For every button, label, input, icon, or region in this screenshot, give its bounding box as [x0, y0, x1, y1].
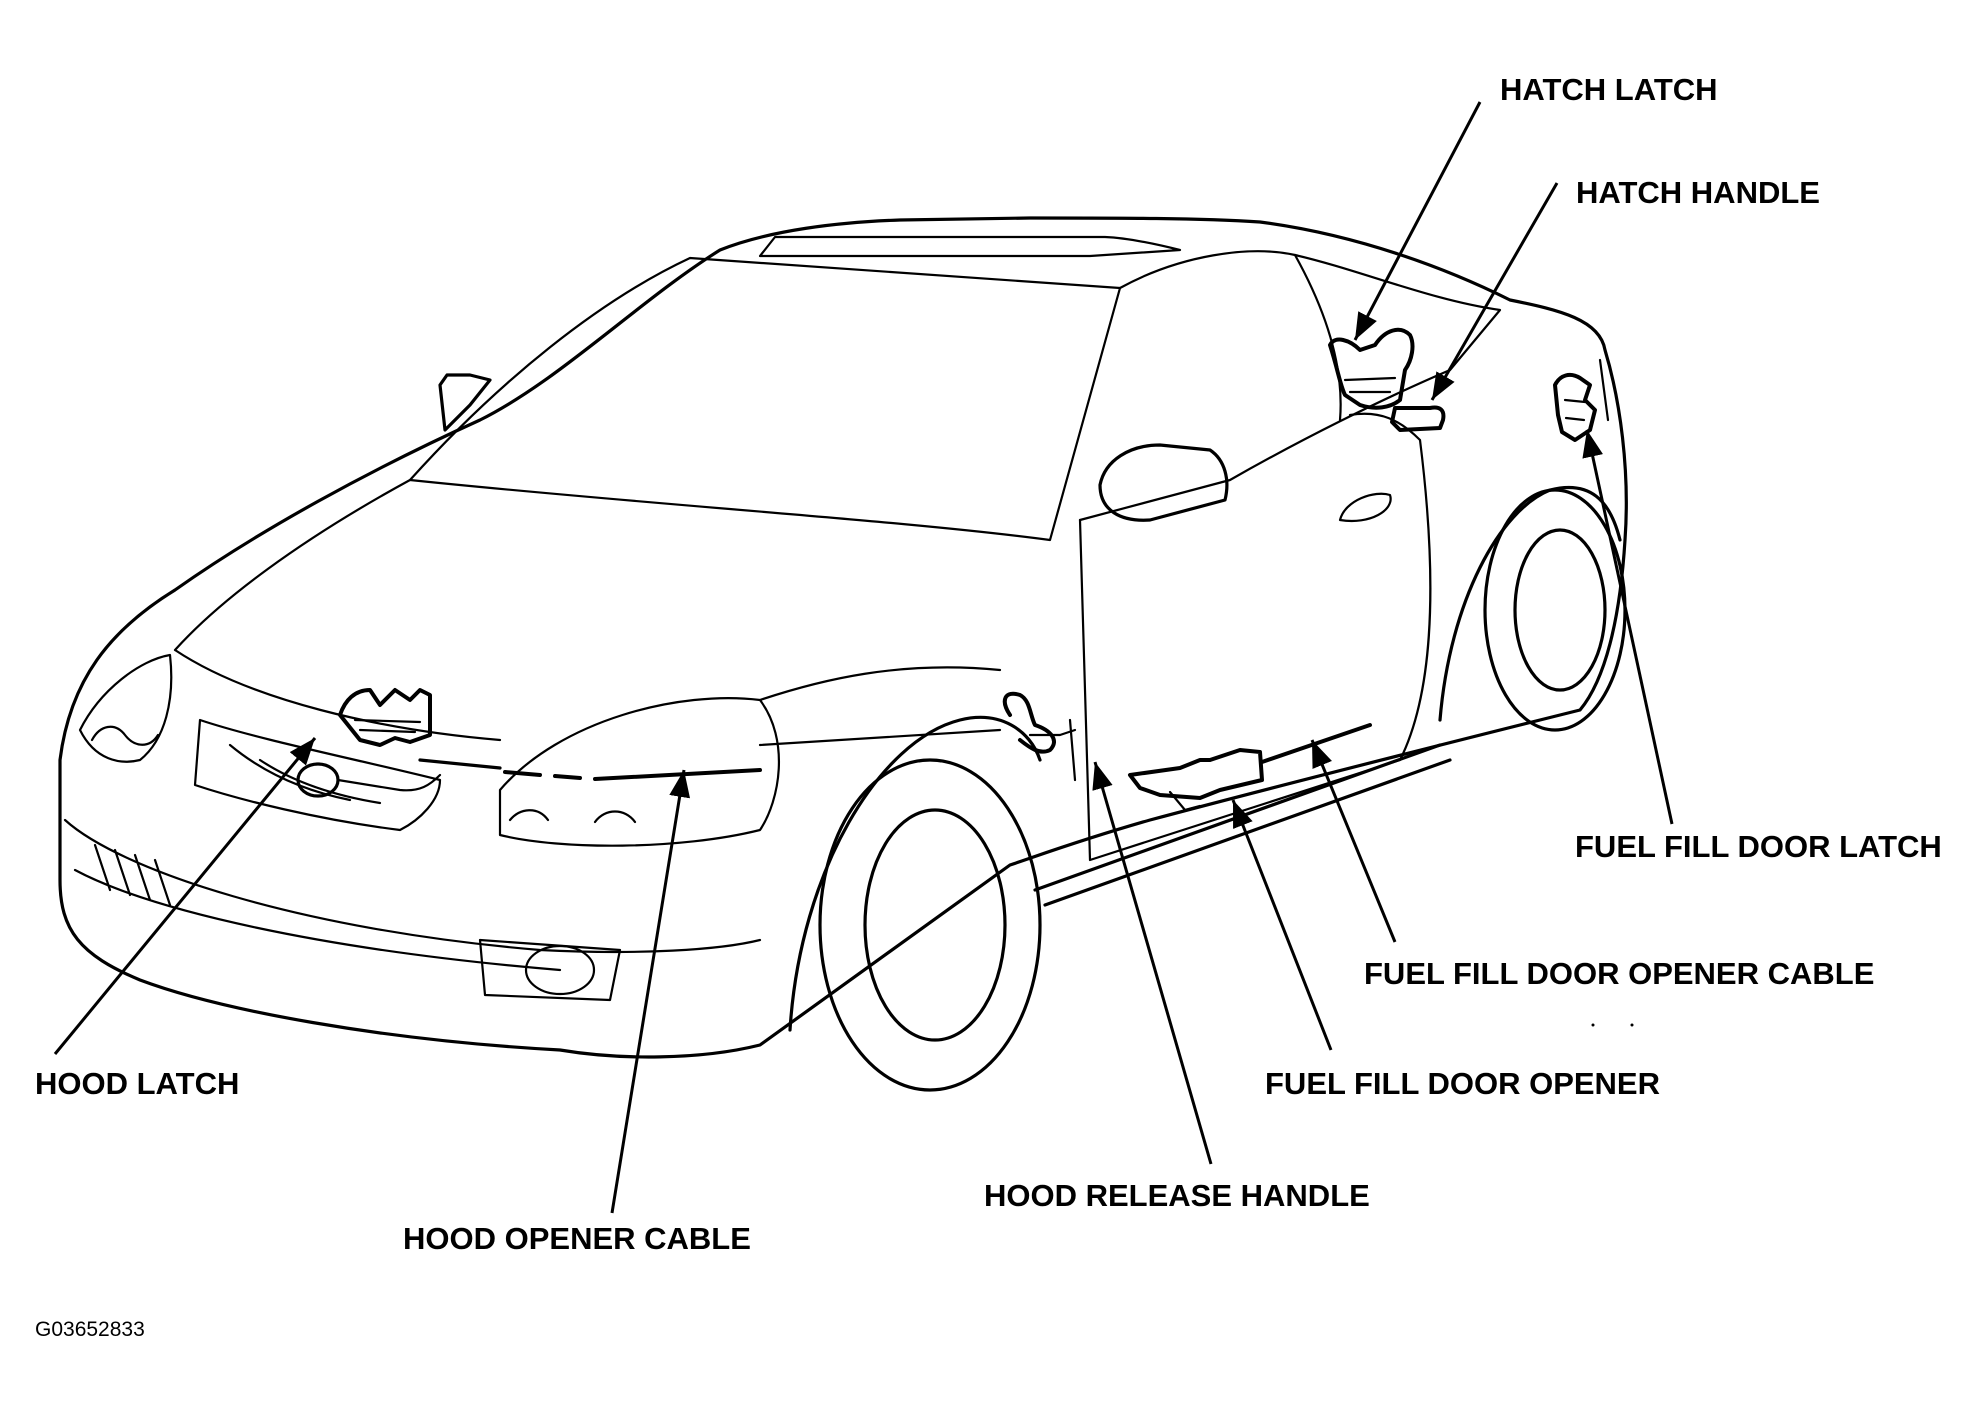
label-hood-opener-cable: HOOD OPENER CABLE [403, 1221, 751, 1256]
front-fender-line [758, 666, 1002, 747]
leader-hood-release-handle [1092, 761, 1213, 1165]
fuel-fill-door-opener-assembly [1128, 748, 1264, 812]
hood-opener-cable-line [503, 768, 762, 781]
label-hatch-handle: HATCH HANDLE [1576, 175, 1820, 210]
windshield [408, 256, 1122, 542]
label-fuel-fill-door-latch: FUEL FILL DOOR LATCH [1575, 829, 1942, 864]
car-body-outline [58, 216, 1628, 1059]
leader-hood-latch [53, 737, 317, 1055]
lower-intake [93, 843, 172, 907]
fuel-fill-door-latch-assembly [1553, 358, 1610, 442]
leader-fuel-fill-door-opener-cable [1310, 739, 1397, 943]
headlight-right [498, 697, 781, 847]
front-tire [818, 758, 1042, 1092]
rear-rim [1513, 528, 1607, 692]
door-handle [1338, 492, 1392, 523]
rear-pillar [1293, 253, 1342, 422]
leader-fuel-fill-door-opener [1231, 799, 1333, 1051]
leader-lines [53, 101, 1674, 1214]
label-hood-release-handle: HOOD RELEASE HANDLE [984, 1178, 1370, 1213]
leader-hatch-handle [1430, 182, 1559, 401]
fuel-fill-door-opener-cable-line [1260, 723, 1372, 764]
front-wheel-arch [788, 715, 1042, 1032]
fog-light-housing [478, 938, 622, 1002]
leader-fuel-fill-door-latch [1582, 429, 1674, 825]
hatch-handle-assembly [1390, 405, 1446, 432]
headlight-right-detail [508, 809, 637, 824]
side-window [1078, 250, 1502, 522]
rearview-mirror [438, 373, 492, 432]
label-hood-latch: HOOD LATCH [35, 1066, 239, 1101]
hood-latch-assembly [296, 688, 502, 798]
leader-hood-opener-cable [610, 769, 691, 1214]
front-rim [863, 808, 1007, 1042]
headlight-left-detail [90, 725, 160, 746]
hatch-latch-assembly [1328, 327, 1415, 410]
label-hatch-latch: HATCH LATCH [1500, 72, 1718, 107]
sunroof [758, 235, 1182, 258]
front-grille [193, 718, 442, 832]
figure-id: G03652833 [35, 1318, 145, 1341]
grille-detail [228, 743, 382, 805]
label-fuel-fill-door-opener-cable: FUEL FILL DOOR OPENER CABLE [1364, 956, 1874, 991]
label-fuel-fill-door-opener: FUEL FILL DOOR OPENER [1265, 1066, 1660, 1101]
headlight-left [78, 653, 173, 763]
hood-release-handle-assembly [1002, 691, 1077, 782]
front-bumper [63, 818, 762, 972]
side-mirror [1098, 443, 1229, 522]
leader-hatch-latch [1353, 101, 1482, 341]
hood-panel [173, 478, 502, 742]
scan-artifacts [1591, 1023, 1634, 1027]
rear-wheel-arch [1438, 485, 1622, 722]
callout-labels: HATCH LATCH HATCH HANDLE FUEL FILL DOOR … [35, 72, 1942, 1256]
